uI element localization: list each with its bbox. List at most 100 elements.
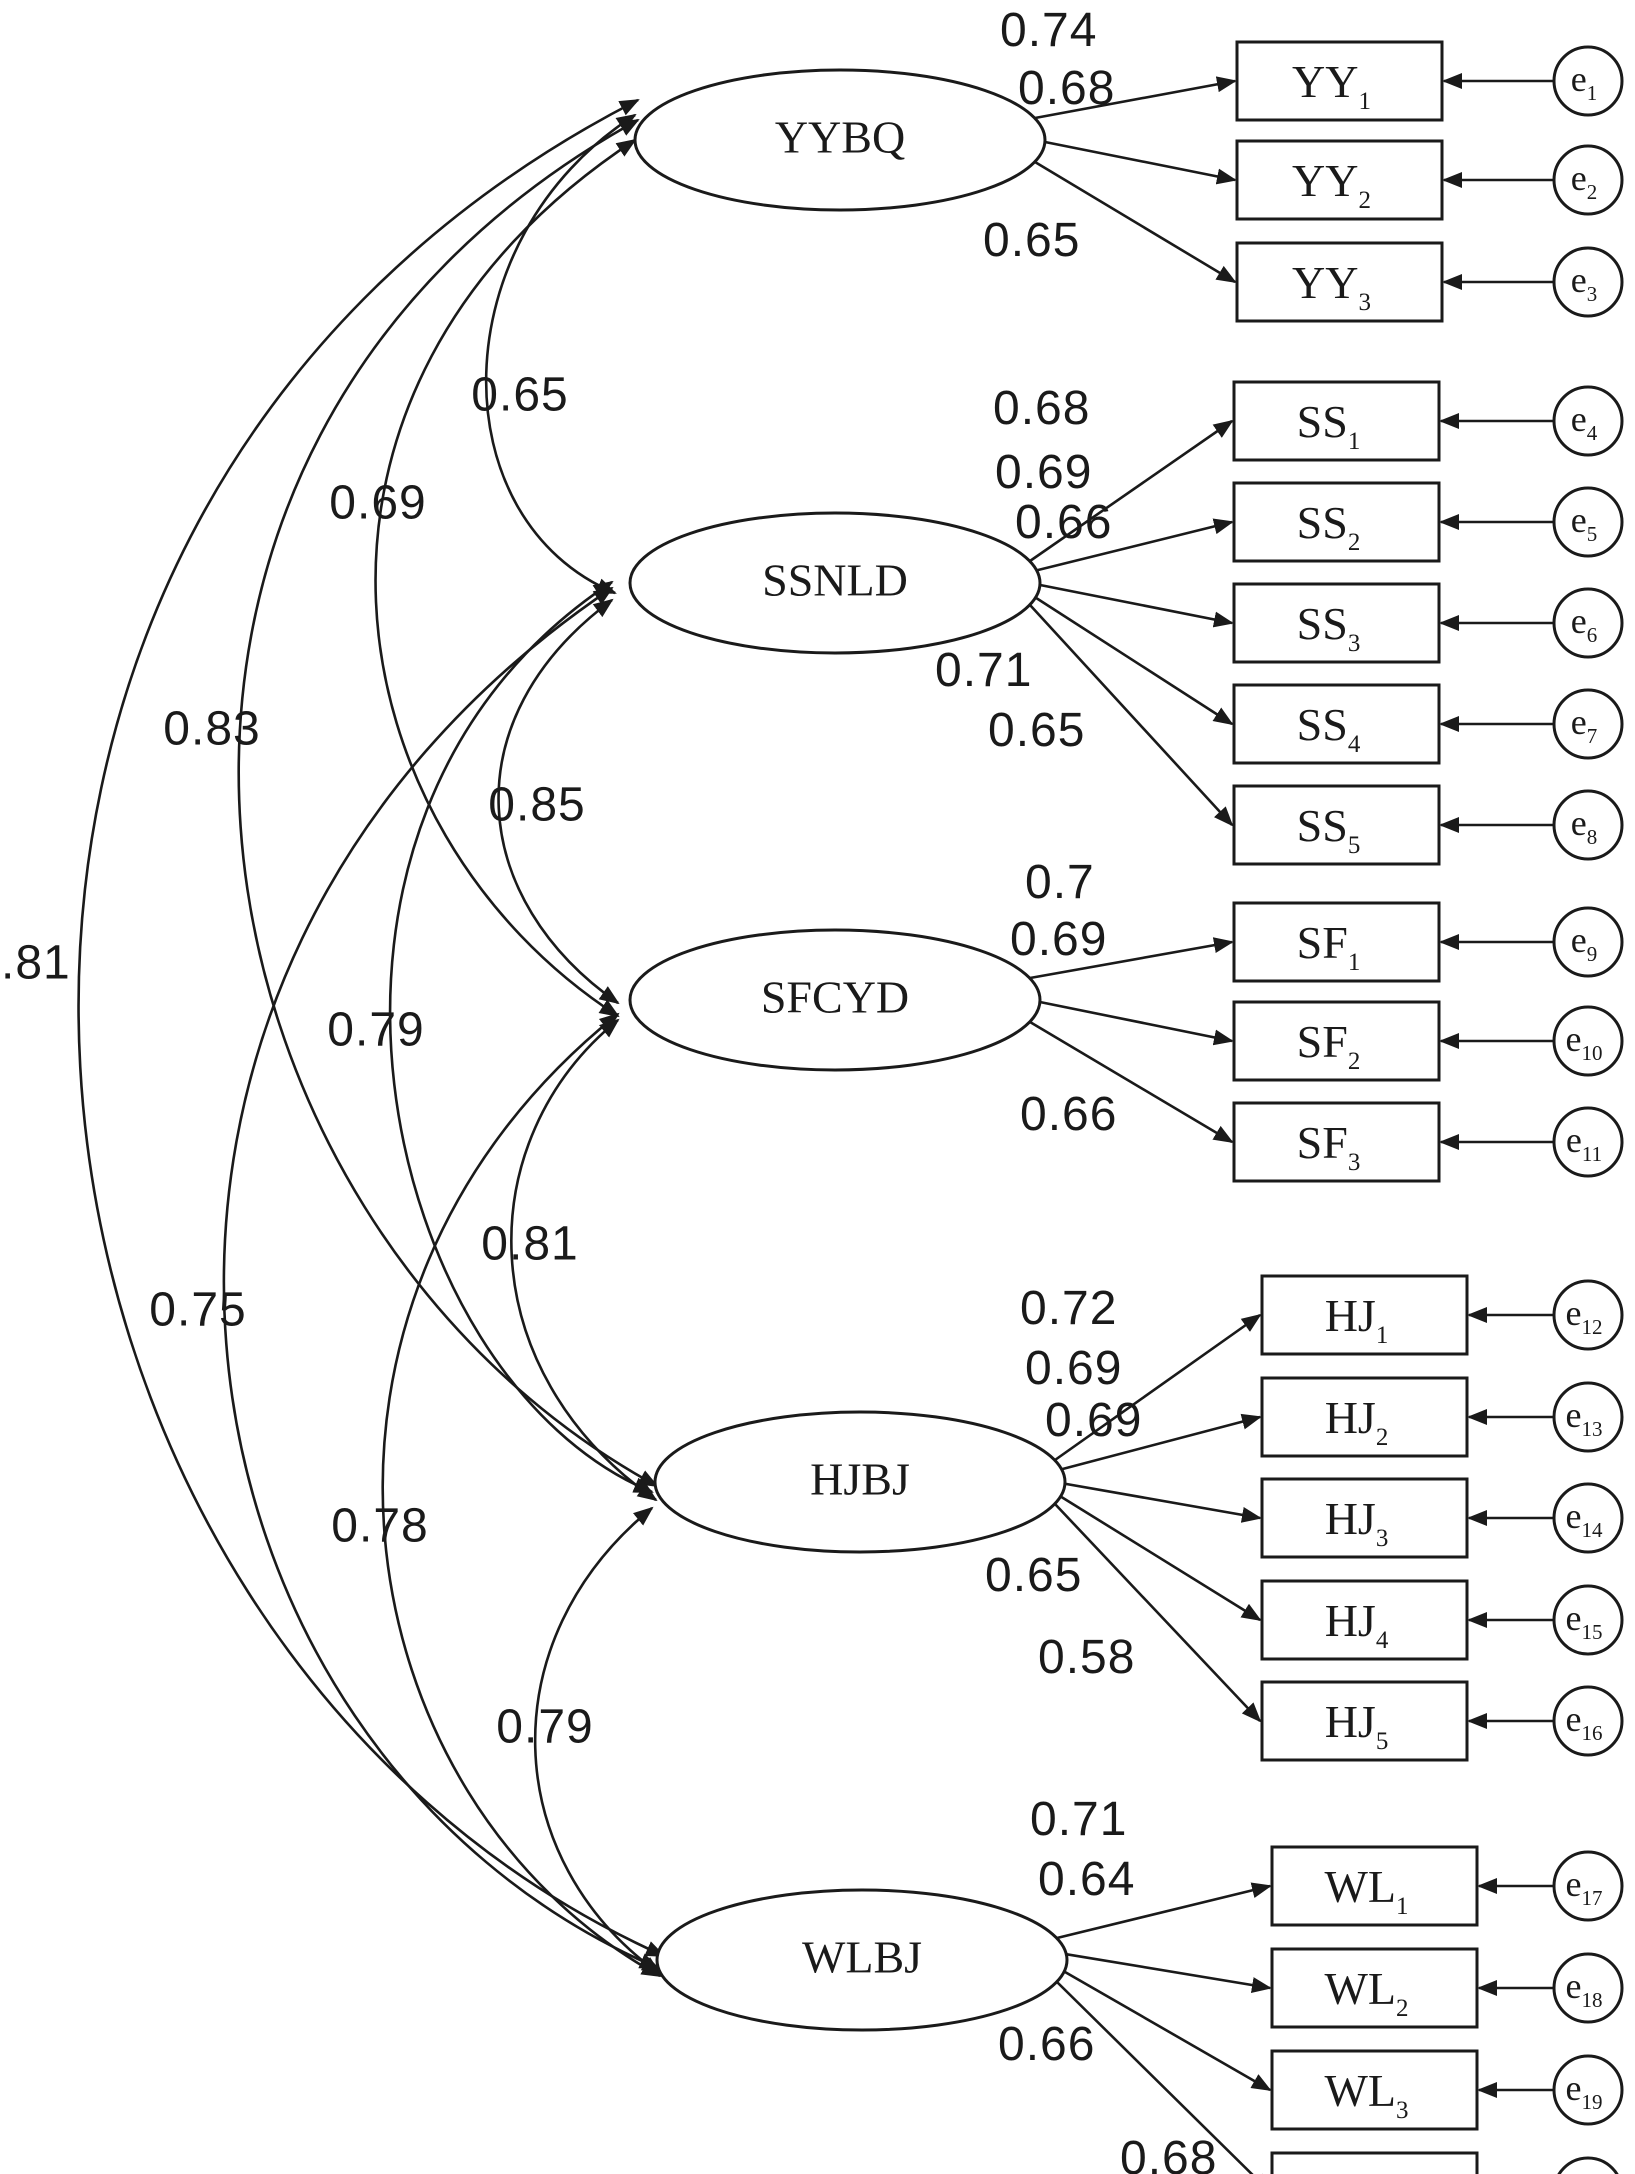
error-circle-e8 [1552,789,1624,861]
error-circle-e18 [1552,1952,1624,2024]
indicator-base-text: SF [1297,917,1348,968]
indicator-label-wl2: WL2 [1324,1963,1408,2022]
indicator-base-text: WL [1324,2065,1396,2116]
loading-value-hj1: 0.72 [1020,1282,1117,1335]
correlation-coefficient-hjbj-wlbj: 0.79 [496,1701,593,1754]
correlation-arrow-ssnld-hjbj [388,580,654,1494]
indicator-label-sf1: SF1 [1297,917,1361,976]
error-circle-e5 [1552,486,1624,558]
indicator-box-ss1 [1232,380,1441,462]
correlation-coefficient-yybq-sfcyd: 0.69 [329,477,426,530]
indicator-base-text: WL [1324,1861,1396,1912]
latent-ellipse-hjbj [653,1410,1067,1554]
correlation-arrow-sfcyd-wlbj [381,1012,662,1978]
error-letter: e [1566,1699,1582,1739]
loading-arrow-hj1 [1054,1313,1262,1462]
indicator-subscript: 2 [1396,1995,1409,2022]
loading-value-ss3: 0.66 [1015,496,1112,549]
error-letter: e [1566,1120,1582,1160]
indicator-base-text: HJ [1325,1392,1376,1443]
error-subscript: 10 [1581,1041,1602,1065]
latent-label-hjbj: HJBJ [810,1454,910,1505]
error-letter: e [1566,1864,1582,1904]
loading-arrow-yy1 [1034,76,1237,120]
error-letter: e [1566,2068,1582,2108]
loading-arrow-hj5 [1054,1503,1262,1723]
indicator-box-sf3 [1232,1101,1441,1183]
latent-ellipse-yybq [633,68,1047,212]
indicator-label-yy3: YY3 [1292,257,1371,316]
error-circle-e1 [1552,45,1624,117]
correlation-coefficient-yybq-wlbj: 0.81 [0,937,71,990]
loading-arrow-ss5 [1029,604,1234,827]
indicator-label-yy1: YY1 [1292,56,1371,115]
loading-value-ss5: 0.65 [988,704,1085,757]
error-label-e1: e1 [1571,59,1597,105]
error-label-e20: e20 [1566,2170,1603,2174]
loading-arrow-sf2 [1029,998,1234,1046]
error-label-e4: e4 [1571,399,1598,445]
indicator-box-wl3 [1270,2049,1479,2131]
loading-value-hj4: 0.65 [985,1549,1082,1602]
error-letter: e [1571,803,1587,843]
indicator-base-text: HJ [1325,1696,1376,1747]
error-label-e3: e3 [1571,260,1597,306]
error-label-e9: e9 [1571,920,1597,966]
indicator-label-wl1: WL1 [1324,1861,1408,1920]
correlation-coefficient-yybq-hjbj: 0.83 [163,703,260,756]
error-label-e18: e18 [1566,1966,1603,2012]
error-circle-e2 [1552,144,1624,216]
indicator-subscript: 2 [1358,187,1371,214]
error-subscript: 5 [1587,522,1598,546]
error-subscript: 3 [1587,282,1598,306]
latent-label-wlbj: WLBJ [802,1932,922,1983]
indicator-box-hj2 [1260,1376,1469,1458]
error-subscript: 18 [1581,1988,1602,2012]
indicator-subscript: 1 [1358,88,1371,115]
indicator-box-hj5 [1260,1680,1469,1762]
loading-value-yy2: 0.68 [1018,62,1115,115]
error-circle-e4 [1552,385,1624,457]
error-label-e11: e11 [1566,1120,1602,1166]
indicator-label-yy2: YY2 [1292,155,1371,214]
correlation-arrow-ssnld-sfcyd [497,598,620,1005]
indicator-base-text: HJ [1325,1493,1376,1544]
indicator-subscript: 3 [1358,289,1371,316]
node-layer: YYBQSSNLDSFCYDHJBJWLBJYY1e1YY2e2YY3e3SS1… [628,40,1624,2174]
indicator-subscript: 5 [1348,832,1361,859]
indicator-subscript: 2 [1348,1048,1361,1075]
error-circle-e20 [1557,2156,1619,2174]
error-circle-e10 [1552,1005,1624,1077]
error-letter: e [1571,500,1587,540]
indicator-box-yy1 [1235,40,1444,122]
loading-value-sf1: 0.7 [1025,856,1095,909]
indicator-base-text: YY [1292,56,1358,107]
error-letter: e [1566,2170,1582,2174]
loading-arrow-wl3 [1056,1966,1272,2092]
correlation-arrow-sfcyd-hjbj [510,1018,658,1502]
indicator-base-text: SS [1297,699,1348,750]
error-label-e13: e13 [1566,1395,1603,1441]
indicator-subscript: 1 [1376,1322,1389,1349]
error-circle-e7 [1552,688,1624,760]
indicator-subscript: 4 [1348,731,1361,758]
error-letter: e [1566,1019,1582,1059]
error-subscript: 8 [1587,825,1598,849]
loading-arrow-hj3 [1054,1480,1262,1523]
indicator-label-ss4: SS4 [1297,699,1361,758]
indicator-box-hj1 [1260,1274,1469,1356]
indicator-label-ss2: SS2 [1297,497,1361,556]
error-subscript: 12 [1581,1315,1602,1339]
error-subscript: 1 [1587,81,1598,105]
loading-arrow-ss2 [1029,518,1234,574]
error-circle-e16 [1552,1685,1624,1757]
error-label-e10: e10 [1566,1019,1603,1065]
loading-arrow-sf3 [1029,1020,1234,1144]
loading-arrow-wl2 [1056,1951,1272,1993]
correlation-coefficient-yybq-ssnld: 0.65 [471,369,568,422]
correlation-coefficient-sfcyd-hjbj: 0.81 [481,1218,578,1271]
error-circle-e19 [1552,2054,1624,2126]
loading-value-yy1: 0.74 [1000,4,1097,57]
indicator-box-wl2 [1270,1947,1479,2029]
loading-value-ss2: 0.69 [995,446,1092,499]
